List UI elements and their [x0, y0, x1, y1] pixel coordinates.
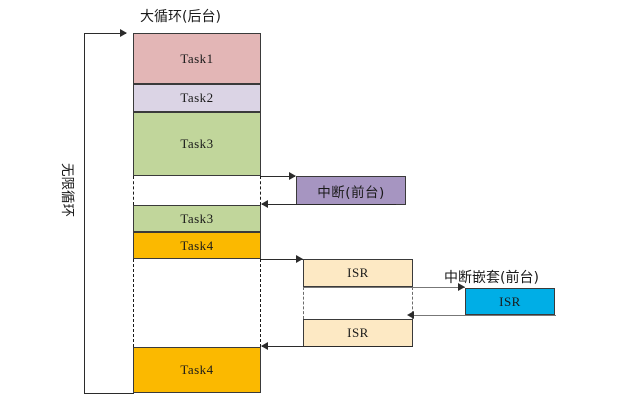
block-isr-nested: ISR [465, 288, 555, 315]
nested-return-line [414, 315, 556, 316]
interrupt-return-arrowhead-icon [261, 200, 268, 208]
loop-bottom-segment [84, 393, 134, 394]
loop-vertical-spine [84, 33, 85, 393]
block-task4-first: Task4 [133, 232, 261, 259]
isr-entry-arrowhead-icon [296, 255, 303, 263]
block-isr-top: ISR [303, 259, 413, 287]
block-interrupt: 中断(前台) [296, 176, 406, 205]
loop-top-segment [84, 33, 126, 34]
infinite-loop-label: 无限循环 [59, 163, 75, 217]
column-right-dashed-upper [260, 176, 261, 205]
nested-entry-arrowhead-icon [458, 283, 465, 291]
column-right-dashed-lower [260, 259, 261, 347]
interrupt-entry-arrowhead-icon [289, 172, 296, 180]
interrupt-return-line [262, 204, 396, 205]
loop-arrowhead-icon [120, 29, 127, 37]
nested-interrupt-title: 中断嵌套(前台) [444, 270, 539, 286]
block-task1: Task1 [133, 33, 261, 84]
interrupt-entry-line [261, 176, 295, 177]
isr-entry-line [261, 259, 303, 260]
isr-right-dashed [412, 287, 413, 319]
block-task3-resume: Task3 [133, 205, 261, 232]
block-task3-first: Task3 [133, 112, 261, 176]
nested-entry-line [303, 287, 465, 288]
gap-isr-preempt [133, 259, 261, 347]
gap-interrupt-preempt [133, 176, 261, 205]
main-loop-title: 大循环(后台) [140, 9, 221, 25]
block-isr-bottom: ISR [303, 319, 413, 347]
isr-return-line [262, 346, 413, 347]
column-left-dashed-lower [133, 259, 134, 347]
isr-return-arrowhead-icon [261, 342, 268, 350]
column-left-dashed-upper [133, 176, 134, 205]
isr-left-dashed [303, 287, 304, 319]
nested-return-arrowhead-icon [407, 311, 414, 319]
block-task4-resume: Task4 [133, 347, 261, 393]
block-task2: Task2 [133, 84, 261, 112]
